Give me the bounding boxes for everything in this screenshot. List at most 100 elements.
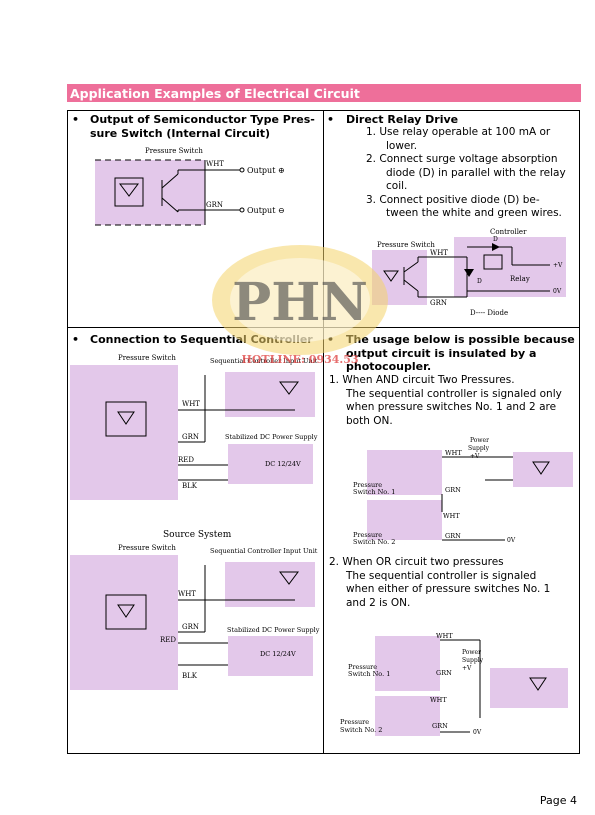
svg-text:GRN: GRN bbox=[182, 623, 199, 631]
switch-label: Pressure Switch bbox=[377, 241, 435, 249]
svg-text:GRN: GRN bbox=[432, 722, 448, 730]
controller-box bbox=[513, 452, 573, 487]
diode-legend: D---- Diode bbox=[470, 309, 508, 317]
led-icon bbox=[119, 183, 139, 197]
section-title: Application Examples of Electrical Circu… bbox=[70, 86, 360, 101]
svg-text:+V: +V bbox=[553, 262, 563, 269]
list-item: 3. Connect positive diode (D) be- bbox=[366, 193, 540, 206]
wht-label: WHT bbox=[430, 249, 448, 257]
photocoupler-led bbox=[114, 177, 144, 207]
cell1-title: Output of Semiconductor Type Pres- sure … bbox=[90, 113, 315, 140]
svg-text:GRN: GRN bbox=[436, 669, 452, 677]
svg-text:+V: +V bbox=[462, 665, 472, 672]
svg-text:Switch No. 2: Switch No. 2 bbox=[353, 538, 395, 546]
relay-steps-list: 1. Use relay operable at 100 mA or lower… bbox=[366, 126, 566, 219]
psu-label: Stabilized DC Power Supply bbox=[225, 433, 318, 441]
switch-body bbox=[70, 555, 178, 690]
transistor-collector bbox=[161, 173, 179, 189]
led-icon bbox=[117, 411, 135, 425]
svg-text:GRN: GRN bbox=[182, 433, 199, 441]
relay-coil bbox=[483, 254, 503, 270]
svg-text:WHT: WHT bbox=[430, 696, 447, 704]
controller-box bbox=[490, 668, 568, 708]
svg-text:RED: RED bbox=[178, 456, 194, 464]
psu-label: Stabilized DC Power Supply bbox=[227, 626, 320, 634]
svg-text:Power: Power bbox=[470, 437, 489, 444]
diode-icon bbox=[464, 269, 474, 277]
internal-circuit-diagram: Pressure Switch WHT GRN Output ⊕ Output … bbox=[95, 147, 285, 226]
svg-text:0V: 0V bbox=[473, 729, 482, 736]
bullet-icon: • bbox=[72, 333, 80, 346]
or-circuit-diagram: WHT Power Supply +V GRN WHT GRN 0V Press… bbox=[340, 632, 568, 736]
cell4-title: The usage below is possible because outp… bbox=[346, 333, 575, 373]
svg-text:Switch No. 1: Switch No. 1 bbox=[353, 488, 395, 496]
svg-text:BLK: BLK bbox=[182, 482, 198, 490]
svg-text:Pressure: Pressure bbox=[348, 663, 377, 671]
sequential-controller-diagram-2: Pressure Switch Sequential Controller In… bbox=[70, 544, 320, 690]
svg-text:Supply: Supply bbox=[462, 657, 484, 664]
controller-box bbox=[454, 237, 566, 297]
svg-text:Pressure: Pressure bbox=[353, 531, 382, 539]
switch-no1-box bbox=[375, 636, 440, 691]
svg-text:WHT: WHT bbox=[178, 590, 196, 598]
section-header: Application Examples of Electrical Circu… bbox=[67, 84, 581, 102]
phn-watermark-logo: PHN HOTLINE: 0934.53 bbox=[212, 245, 388, 366]
seq-unit-label: Sequential Controller Input Unit bbox=[210, 547, 318, 555]
svg-text:0V: 0V bbox=[507, 537, 516, 544]
svg-text:DC 12/24V: DC 12/24V bbox=[260, 650, 296, 658]
switch-label: Pressure Switch bbox=[118, 354, 176, 362]
svg-text:RED: RED bbox=[160, 636, 176, 644]
svg-text:BLK: BLK bbox=[182, 672, 198, 680]
svg-text:Supply: Supply bbox=[468, 445, 490, 452]
relay-drive-diagram: Controller Pressure Switch WHT GRN D +V … bbox=[372, 228, 566, 317]
switch-body bbox=[95, 160, 205, 225]
psu-box bbox=[228, 636, 313, 676]
svg-text:WHT: WHT bbox=[436, 632, 453, 640]
page-number: Page 4 bbox=[539, 794, 577, 807]
svg-text:WHT: WHT bbox=[443, 512, 460, 520]
switch-label: Pressure Switch bbox=[145, 147, 203, 155]
switch-no2-box bbox=[375, 696, 440, 736]
svg-text:DC 12/24V: DC 12/24V bbox=[265, 460, 301, 468]
cell2-title: Direct Relay Drive bbox=[346, 113, 459, 126]
svg-text:WHT: WHT bbox=[445, 449, 462, 457]
led-icon bbox=[117, 604, 135, 618]
list-item: 2. Connect surge voltage absorption bbox=[366, 153, 558, 165]
source-system-label: Source System bbox=[163, 530, 232, 540]
output-minus-label: Output ⊖ bbox=[247, 206, 285, 215]
grn-label: GRN bbox=[206, 201, 223, 209]
svg-text:Pressure: Pressure bbox=[340, 718, 369, 726]
svg-text:Pressure: Pressure bbox=[353, 481, 382, 489]
output-plus-label: Output ⊕ bbox=[247, 166, 285, 175]
diode-icon bbox=[492, 243, 500, 251]
svg-text:GRN: GRN bbox=[445, 486, 461, 494]
table-column-divider bbox=[323, 110, 324, 754]
transistor-emitter bbox=[161, 197, 179, 213]
svg-text:WHT: WHT bbox=[182, 400, 200, 408]
cell1-title-line1: Output of Semiconductor Type Pres- bbox=[90, 113, 315, 126]
svg-text:0V: 0V bbox=[553, 288, 562, 295]
psu-box bbox=[228, 444, 313, 484]
relay-label: Relay bbox=[510, 275, 530, 283]
switch-no2-box bbox=[367, 500, 442, 540]
svg-text:Switch No. 2: Switch No. 2 bbox=[340, 726, 382, 734]
cell1-title-line2: sure Switch (Internal Circuit) bbox=[90, 126, 271, 140]
controller-label: Controller bbox=[490, 228, 527, 236]
svg-text:HOTLINE: 0934.53: HOTLINE: 0934.53 bbox=[241, 353, 358, 366]
wht-label: WHT bbox=[206, 160, 224, 168]
switch-no1-box bbox=[367, 450, 442, 495]
and-circuit-diagram: Power Supply +V WHT GRN WHT GRN 0V Press… bbox=[353, 437, 573, 546]
svg-text:PHN: PHN bbox=[232, 272, 368, 333]
sequential-controller-diagram-1: Pressure Switch Sequential Controller In… bbox=[70, 354, 318, 500]
list-item: 1. Use relay operable at 100 mA or bbox=[366, 126, 551, 138]
switch-label: Pressure Switch bbox=[118, 544, 176, 552]
svg-text:Power: Power bbox=[462, 649, 481, 656]
bullet-icon: • bbox=[72, 113, 80, 126]
grn-label: GRN bbox=[430, 299, 447, 307]
svg-text:D: D bbox=[493, 236, 498, 243]
bullet-icon: • bbox=[327, 113, 335, 126]
svg-text:GRN: GRN bbox=[445, 532, 461, 540]
or-circuit-text: 2. When OR circuit two pressures The seq… bbox=[329, 556, 551, 609]
svg-text:D: D bbox=[477, 278, 482, 285]
svg-text:Switch No. 1: Switch No. 1 bbox=[348, 670, 390, 678]
